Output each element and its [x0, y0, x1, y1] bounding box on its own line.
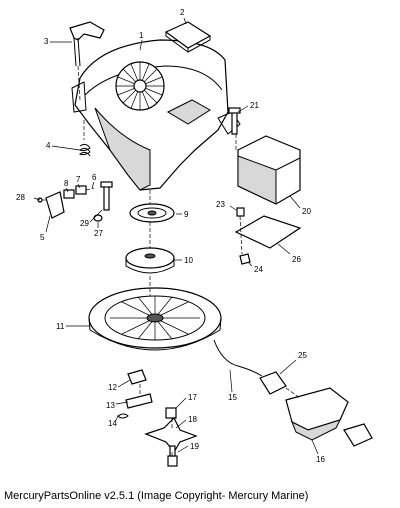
callout-7: 7	[76, 175, 81, 184]
part-26-gasket[interactable]	[234, 215, 302, 249]
callout-4: 4	[46, 141, 51, 150]
callout-3: 3	[44, 37, 49, 46]
washer-27[interactable]	[93, 214, 103, 222]
part-10-cup[interactable]	[125, 247, 175, 274]
part-17-cap[interactable]	[165, 407, 177, 419]
part-2-plate[interactable]	[164, 21, 212, 53]
callout-20: 20	[302, 207, 311, 216]
callout-14: 14	[108, 419, 117, 428]
part-9-ratchet[interactable]	[129, 203, 175, 223]
part-18-retainer[interactable]	[144, 416, 198, 454]
part-14-spring[interactable]	[117, 413, 129, 419]
callout-27: 27	[94, 229, 103, 238]
screw-23[interactable]	[236, 207, 245, 217]
callout-8: 8	[64, 179, 69, 188]
part-3-lever[interactable]	[69, 21, 105, 101]
callout-12: 12	[108, 383, 117, 392]
callout-25: 25	[298, 351, 307, 360]
parts-exploded-diagram: 1 2 3 21 4 28 5 8 7 6 29 27 9 10 11 12 1…	[16, 8, 373, 467]
callout-24: 24	[254, 265, 263, 274]
callout-10: 10	[184, 256, 193, 265]
image-caption: MercuryPartsOnline v2.5.1 (Image Copyrig…	[4, 490, 309, 502]
callout-labels: 1 2 3 21 4 28 5 8 7 6 29 27 9 10 11 12 1…	[16, 8, 325, 464]
callout-6: 6	[92, 173, 97, 182]
assembly-lines	[139, 134, 301, 456]
nut-24[interactable]	[239, 253, 251, 265]
leader-lines	[33, 17, 319, 455]
callout-16: 16	[316, 455, 325, 464]
callout-17: 17	[188, 393, 197, 402]
part-4-spring[interactable]	[79, 120, 91, 157]
part-19-bolt[interactable]	[167, 445, 178, 467]
part-13-link[interactable]	[125, 393, 153, 409]
callout-15: 15	[228, 393, 237, 402]
callout-1: 1	[139, 31, 144, 40]
part-11-rope-pulley[interactable]	[88, 287, 222, 351]
part-12-pawl[interactable]	[127, 369, 147, 385]
callout-13: 13	[106, 401, 115, 410]
callout-9: 9	[184, 210, 189, 219]
callout-11: 11	[56, 322, 65, 331]
callout-29: 29	[80, 219, 89, 228]
part-16-handle[interactable]	[285, 387, 373, 447]
callout-26: 26	[292, 255, 301, 264]
callout-23: 23	[216, 200, 225, 209]
part-15-rope[interactable]	[213, 339, 263, 377]
starter-housing[interactable]	[71, 39, 241, 191]
callout-21: 21	[250, 101, 259, 110]
callout-19: 19	[190, 442, 199, 451]
callout-2: 2	[180, 8, 185, 17]
callout-28: 28	[16, 193, 25, 202]
part-25-insert[interactable]	[259, 371, 287, 395]
screw-29[interactable]	[100, 181, 113, 211]
pawl-assembly[interactable]	[37, 185, 95, 219]
callout-18: 18	[188, 415, 197, 424]
callout-5: 5	[40, 233, 45, 242]
part-20-bracket[interactable]	[237, 135, 301, 205]
